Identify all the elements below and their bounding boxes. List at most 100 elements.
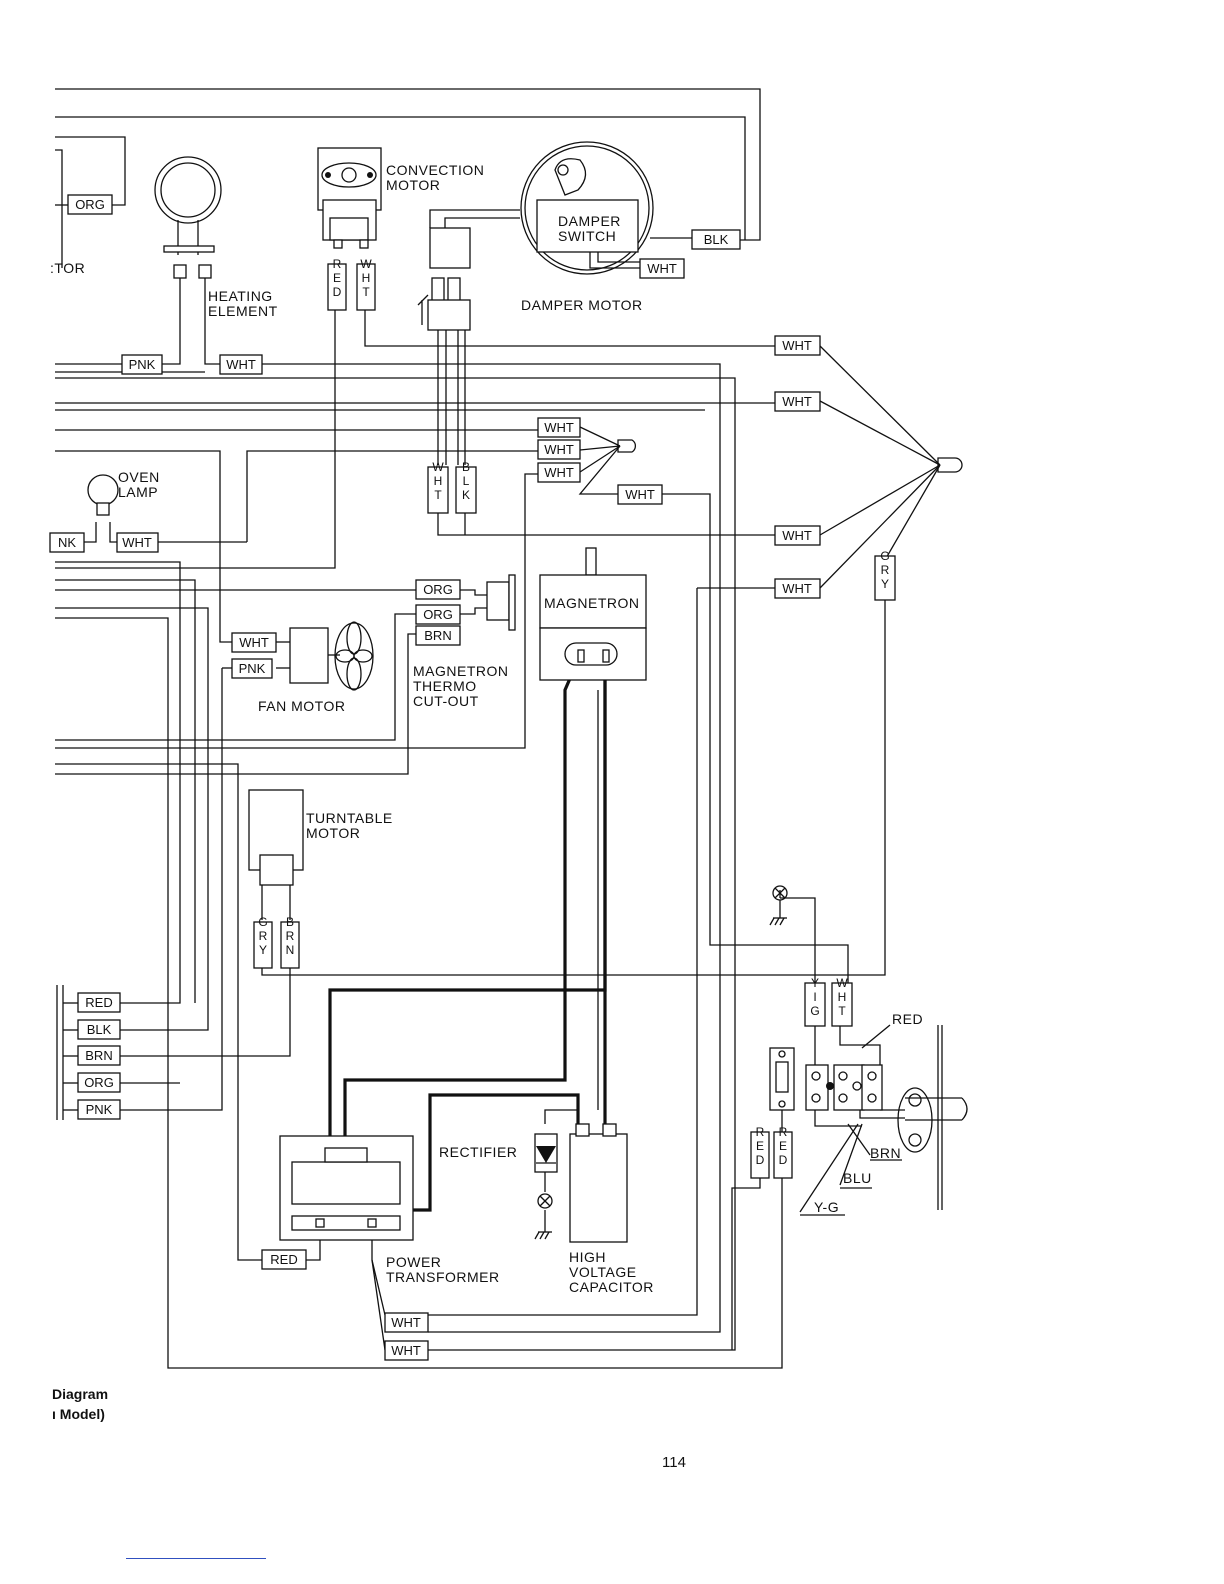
wire-tag-wht-fan: WHT bbox=[231, 632, 277, 653]
svg-text:BLK: BLK bbox=[704, 232, 729, 247]
svg-text:WHT: WHT bbox=[782, 581, 812, 596]
vtag-brn-turn: BRN bbox=[280, 915, 300, 969]
svg-text:WHT: WHT bbox=[391, 1343, 421, 1358]
svg-text:WHT: WHT bbox=[782, 338, 812, 353]
svg-text:BRN: BRN bbox=[424, 628, 451, 643]
svg-text:ORG: ORG bbox=[84, 1075, 114, 1090]
svg-text:PNK: PNK bbox=[129, 357, 156, 372]
label-cord-yg: Y-G bbox=[814, 1199, 839, 1215]
svg-text:WHT: WHT bbox=[544, 465, 574, 480]
caption-line1: Diagram bbox=[52, 1386, 109, 1402]
label-cut-off: :TOR bbox=[50, 260, 85, 276]
wire-tag-red-left: RED bbox=[77, 992, 121, 1013]
vtag-red-plug2: RED bbox=[773, 1125, 793, 1179]
svg-text:ORG: ORG bbox=[75, 197, 105, 212]
wire-tag-blk-damper: BLK bbox=[691, 229, 741, 250]
wire-tag-wht-r3: WHT bbox=[774, 525, 821, 546]
wire-tag-pnk-heater: PNK bbox=[121, 354, 163, 375]
damper-motor bbox=[417, 141, 654, 331]
wire-tag-wht-mid1: WHT bbox=[537, 417, 581, 438]
svg-text:RED: RED bbox=[330, 257, 344, 299]
vtag-wht-damper: WHT bbox=[427, 460, 449, 514]
svg-text:YIG: YIG bbox=[808, 976, 822, 1018]
earth-terminal bbox=[769, 885, 788, 926]
magnetron bbox=[539, 547, 647, 681]
svg-text:WHT: WHT bbox=[226, 357, 256, 372]
svg-text:WHT: WHT bbox=[625, 487, 655, 502]
wires bbox=[55, 88, 962, 1369]
wire-tag-org-thermo1: ORG bbox=[415, 579, 461, 600]
heating-element bbox=[154, 156, 222, 279]
svg-text:BRN: BRN bbox=[283, 915, 297, 957]
svg-text:BRN: BRN bbox=[85, 1048, 112, 1063]
wire-tag-wht-damper: WHT bbox=[639, 258, 685, 279]
svg-text:RED: RED bbox=[270, 1252, 297, 1267]
svg-text:WHT: WHT bbox=[544, 420, 574, 435]
svg-text:WHT: WHT bbox=[544, 442, 574, 457]
label-magnetron: MAGNETRON bbox=[544, 595, 640, 611]
rectifier bbox=[534, 1133, 558, 1240]
svg-text:GRY: GRY bbox=[878, 549, 892, 591]
label-damper-motor: DAMPER MOTOR bbox=[521, 297, 643, 313]
svg-text:WHT: WHT bbox=[431, 460, 445, 502]
wire-tag-wht-r4: WHT bbox=[774, 578, 821, 599]
wire-tag-wht-lamp: WHT bbox=[116, 532, 159, 553]
label-cord-red: RED bbox=[892, 1011, 923, 1027]
wire-tag-blk-left: BLK bbox=[77, 1019, 121, 1040]
label-fan-motor: FAN MOTOR bbox=[258, 698, 345, 714]
vtag-gry-right: GRY bbox=[874, 549, 896, 601]
wire-tag-wht-mid4: WHT bbox=[617, 484, 663, 505]
connector-bulb-right bbox=[937, 457, 963, 473]
wire-tag-brn-left: BRN bbox=[77, 1045, 121, 1066]
svg-text:WHT: WHT bbox=[359, 257, 373, 299]
svg-text:WHT: WHT bbox=[391, 1315, 421, 1330]
turntable-motor bbox=[248, 789, 304, 886]
svg-text:WHT: WHT bbox=[835, 976, 849, 1018]
cord-clamp bbox=[897, 1087, 968, 1153]
wire-tag-wht-heater: WHT bbox=[219, 354, 263, 375]
wire-tag-org-left: ORG bbox=[77, 1072, 121, 1093]
wire-tag-wht-mid3: WHT bbox=[537, 462, 581, 483]
wire-tag-wht-r2: WHT bbox=[774, 391, 821, 412]
svg-text:PNK: PNK bbox=[239, 661, 266, 676]
svg-text:RED: RED bbox=[753, 1125, 767, 1167]
vtag-red-plug1: RED bbox=[750, 1125, 770, 1179]
vtag-blk-damper: BLK bbox=[455, 460, 477, 514]
svg-text:WHT: WHT bbox=[647, 261, 677, 276]
svg-text:WHT: WHT bbox=[122, 535, 152, 550]
label-cord-brn: BRN bbox=[870, 1145, 901, 1161]
vtag-wht-conv: WHT bbox=[356, 257, 376, 311]
wire-tag-nk-lamp: NK bbox=[49, 532, 85, 553]
fan-motor bbox=[289, 621, 374, 691]
wire-tag-wht-bottom1: WHT bbox=[384, 1312, 429, 1333]
svg-text:WHT: WHT bbox=[782, 528, 812, 543]
wire-tag-org-thermo2: ORG bbox=[415, 604, 461, 625]
wire-tags: ORG PNK WHT BLK WHT WHT WHT WHT WHT WHT … bbox=[49, 194, 821, 1361]
mains-terminal-block bbox=[769, 1047, 883, 1111]
power-transformer bbox=[279, 1135, 414, 1241]
caption-line2: ı Model) bbox=[52, 1406, 105, 1422]
wire-tag-pnk-fan: PNK bbox=[231, 658, 273, 679]
left-edge-brackets bbox=[56, 985, 78, 1120]
label-cord-blu: BLU bbox=[843, 1170, 872, 1186]
page-number: 114 bbox=[662, 1454, 686, 1471]
hv-wires bbox=[328, 659, 607, 1212]
wire-tag-wht-r1: WHT bbox=[774, 335, 821, 356]
svg-text:BLK: BLK bbox=[459, 460, 473, 502]
svg-text:NK: NK bbox=[58, 535, 76, 550]
wire-tag-pnk-left: PNK bbox=[77, 1099, 121, 1120]
svg-text:ORG: ORG bbox=[423, 582, 453, 597]
svg-text:RED: RED bbox=[85, 995, 112, 1010]
vtag-wht-right: WHT bbox=[831, 976, 853, 1027]
svg-text:WHT: WHT bbox=[782, 394, 812, 409]
convection-motor bbox=[317, 147, 382, 249]
